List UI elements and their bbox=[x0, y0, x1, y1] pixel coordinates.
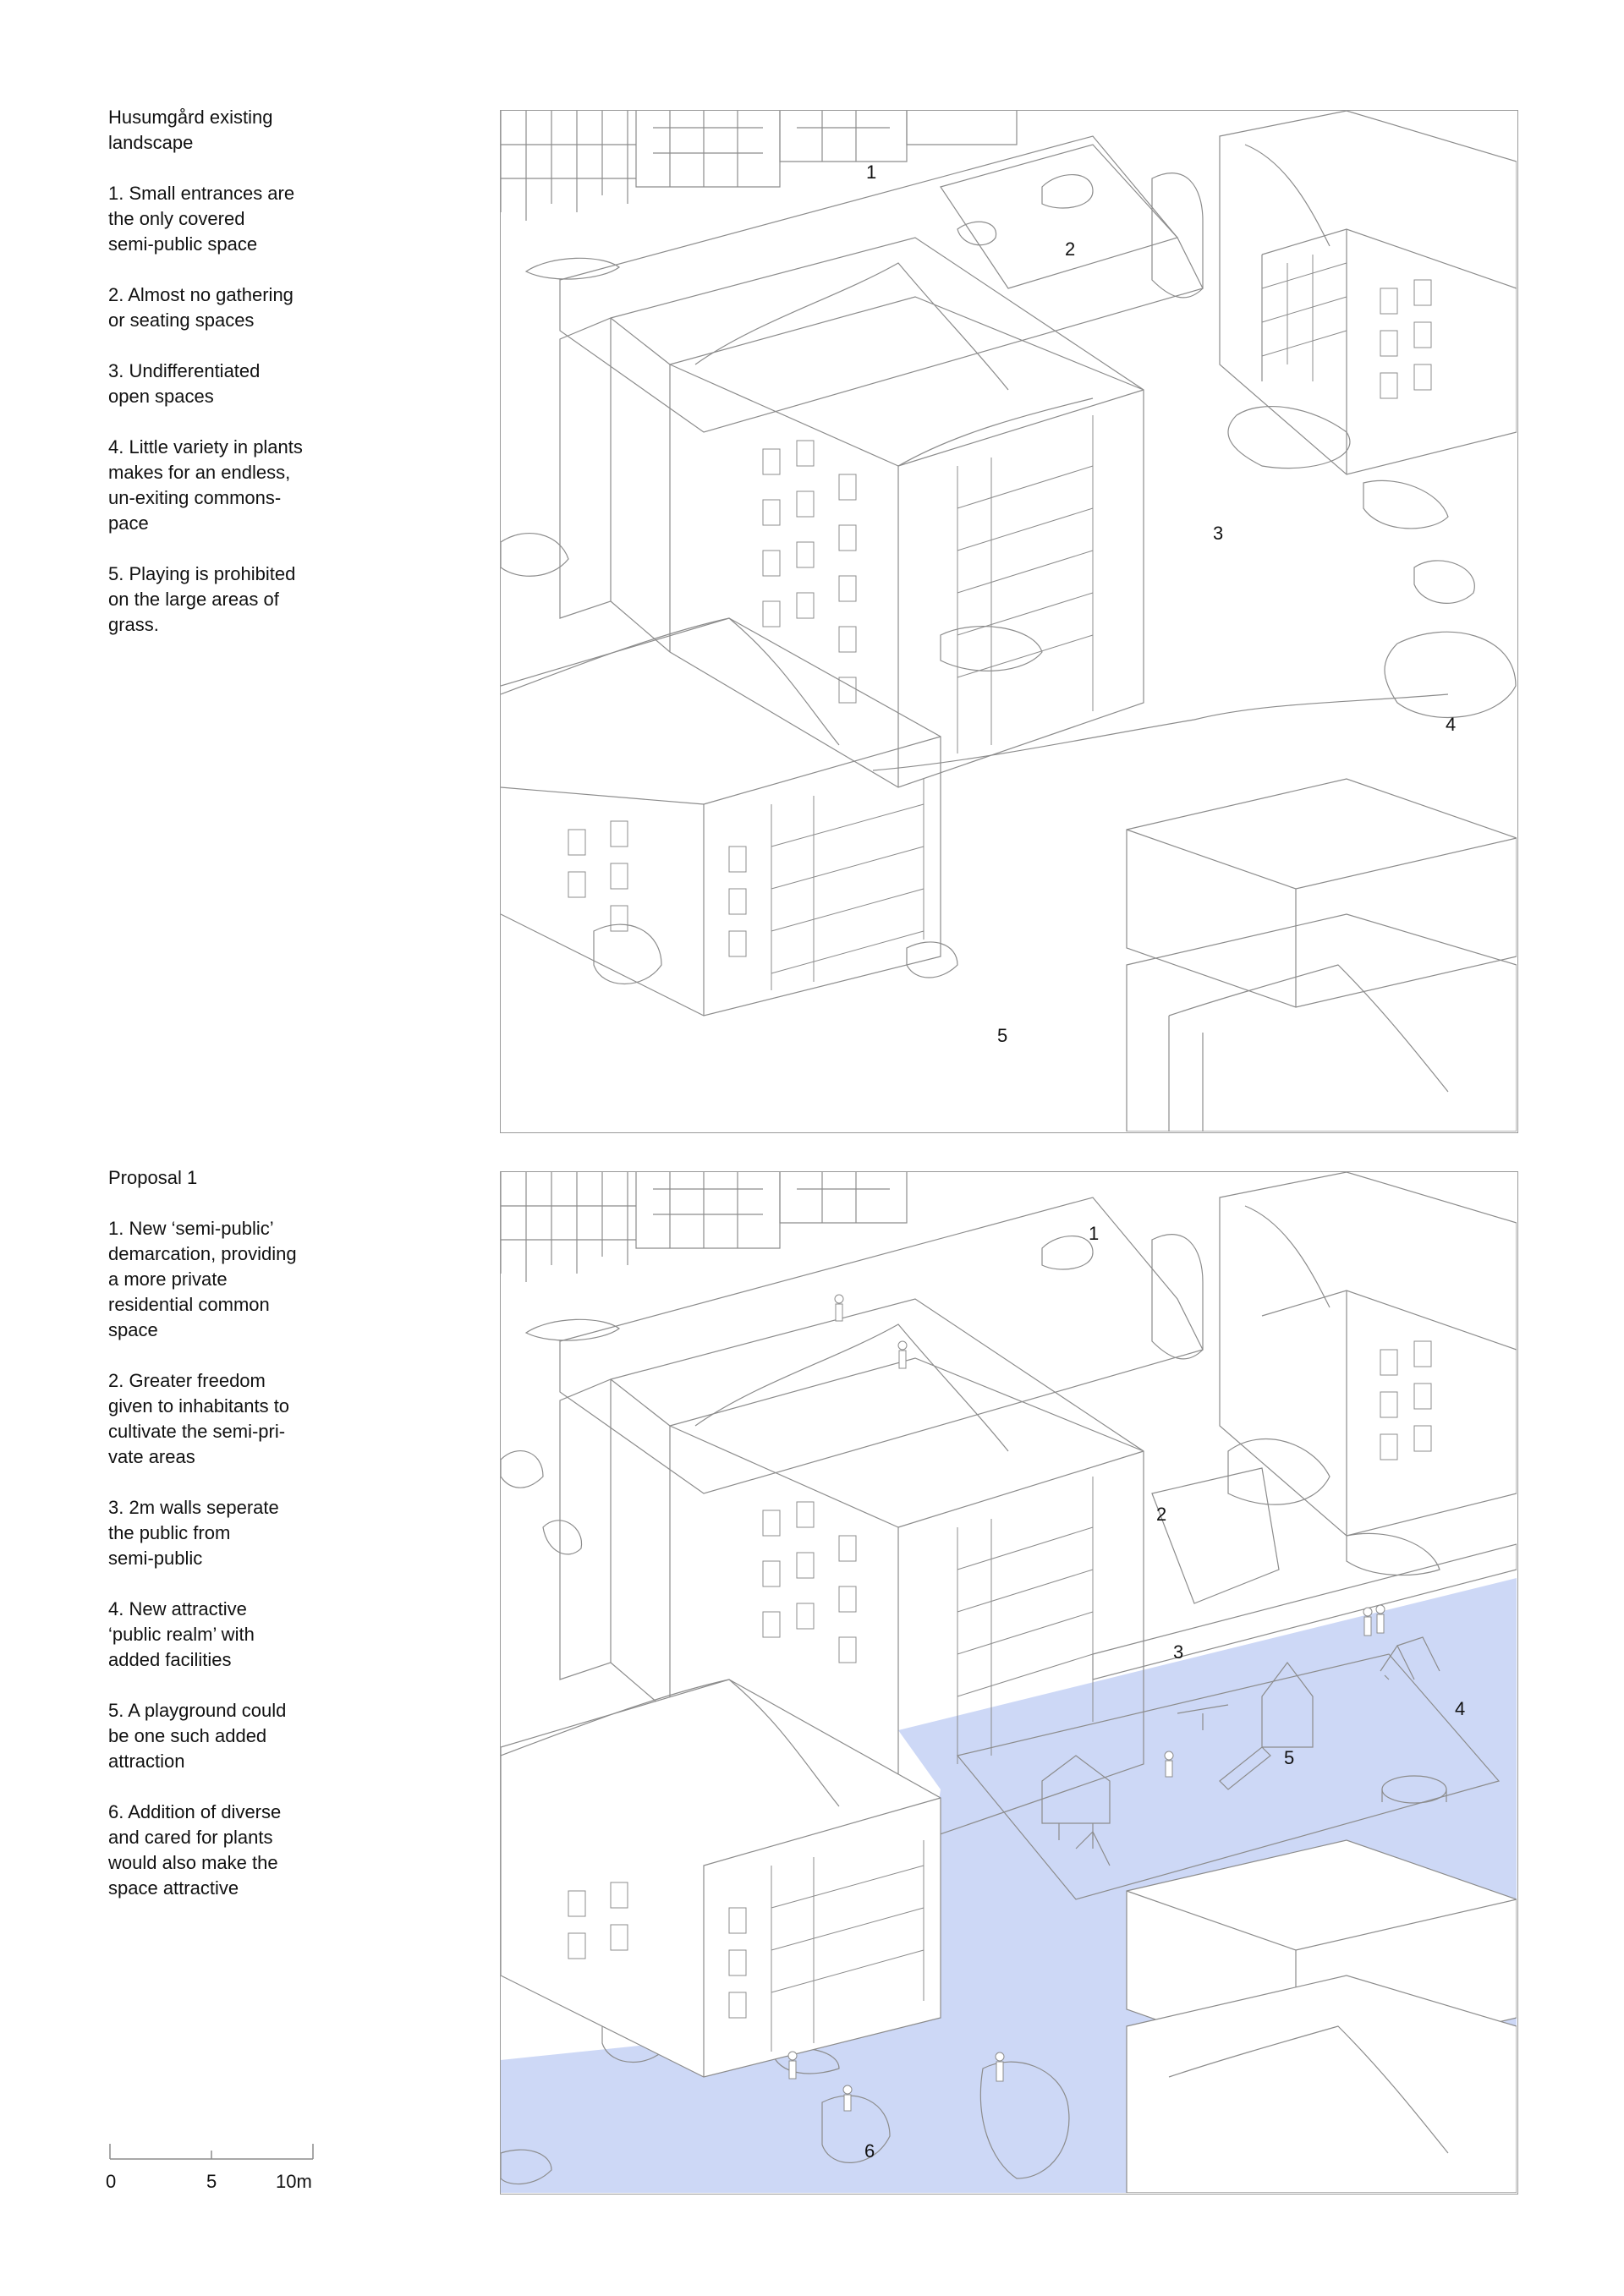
proposal-marker-4: 4 bbox=[1455, 1698, 1465, 1719]
playground bbox=[956, 1636, 1501, 1900]
existing-marker-2: 2 bbox=[1065, 238, 1075, 260]
proposal-marker-1: 1 bbox=[1089, 1223, 1099, 1244]
distant-buildings bbox=[501, 111, 1018, 221]
proposal-axonometric-panel: 1 2 3 4 5 6 bbox=[500, 1171, 1518, 2195]
existing-marker-3: 3 bbox=[1213, 523, 1223, 544]
existing-point-2: 2. Almost no gathering or seating spaces bbox=[108, 284, 294, 331]
existing-point-1: 1. Small entrances are the only covered … bbox=[108, 183, 295, 255]
cultivated-garden bbox=[1151, 1467, 1280, 1604]
proposal-marker-5: 5 bbox=[1284, 1747, 1294, 1768]
lower-right-buildings bbox=[1126, 778, 1517, 1132]
existing-marker-1: 1 bbox=[866, 162, 876, 183]
right-apartment-block bbox=[1151, 111, 1517, 475]
central-apartment-block bbox=[559, 237, 1144, 788]
scale-bar: 0 5 10m bbox=[106, 2135, 315, 2195]
plant-patches bbox=[501, 174, 1517, 984]
lower-right-buildings bbox=[1126, 1839, 1517, 2193]
distant-buildings bbox=[501, 1172, 908, 1282]
proposal-notes: Proposal 1 1. New ‘semi-public’ demarcat… bbox=[108, 1165, 337, 1926]
proposal-point-6: 6. Addition of diverse and cared for pla… bbox=[108, 1801, 282, 1899]
proposal-title: Proposal 1 bbox=[108, 1167, 198, 1188]
existing-title: Husumgård existing landscape bbox=[108, 107, 273, 153]
lower-left-apartment-block bbox=[501, 617, 941, 1016]
existing-point-3: 3. Undifferentiated open spaces bbox=[108, 360, 261, 407]
proposal-axonometric-drawing: 1 2 3 4 5 6 bbox=[501, 1172, 1517, 2193]
lower-left-apartment-block bbox=[501, 1679, 941, 2078]
proposal-point-1: 1. New ‘semi-public’ demarcation, provid… bbox=[108, 1218, 297, 1340]
people-figures bbox=[787, 1294, 1385, 2112]
scale-label-5: 5 bbox=[206, 2171, 217, 2192]
existing-marker-4: 4 bbox=[1446, 714, 1456, 735]
proposal-point-4: 4. New attractive ‘public realm’ with ad… bbox=[108, 1598, 255, 1670]
footpath bbox=[872, 693, 1449, 771]
existing-point-5: 5. Playing is prohibited on the large ar… bbox=[108, 563, 296, 635]
proposal-marker-2: 2 bbox=[1156, 1504, 1166, 1525]
existing-point-4: 4. Little variety in plants makes for an… bbox=[108, 436, 303, 534]
scale-label-0: 0 bbox=[106, 2171, 117, 2192]
proposal-marker-6: 6 bbox=[864, 2140, 875, 2162]
proposal-point-2: 2. Greater freedom given to inhabitants … bbox=[108, 1370, 290, 1467]
existing-notes: Husumgård existing landscape 1. Small en… bbox=[108, 105, 337, 663]
right-apartment-block bbox=[1151, 1172, 1517, 1537]
existing-marker-5: 5 bbox=[997, 1025, 1007, 1046]
proposal-marker-3: 3 bbox=[1173, 1641, 1183, 1663]
proposal-point-3: 3. 2m walls seperate the public from sem… bbox=[108, 1497, 279, 1569]
existing-axonometric-panel: 1 2 3 4 5 bbox=[500, 110, 1518, 1133]
proposal-point-5: 5. A playground could be one such added … bbox=[108, 1700, 287, 1772]
scale-label-10m: 10m bbox=[276, 2171, 312, 2192]
courtyard-paving bbox=[559, 135, 1204, 433]
existing-axonometric-drawing: 1 2 3 4 5 bbox=[501, 111, 1517, 1132]
scale-bar-line bbox=[109, 2144, 314, 2160]
semi-public-courtyard bbox=[559, 1197, 1204, 1494]
